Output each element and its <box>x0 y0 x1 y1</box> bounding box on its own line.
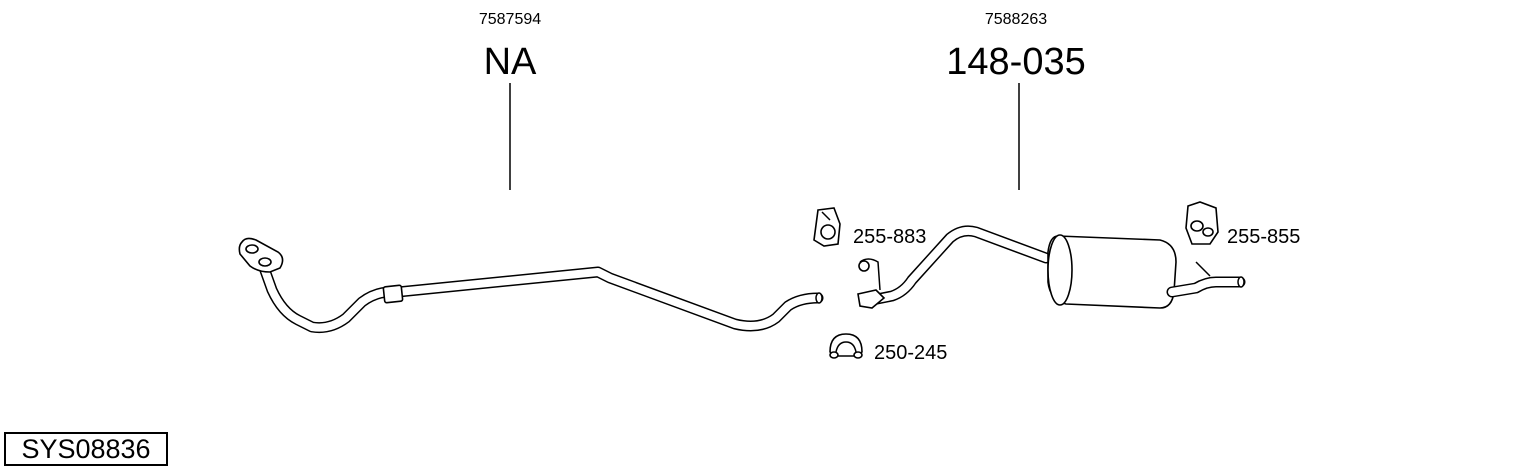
front-pipe[interactable] <box>238 237 824 334</box>
part-number-rear-silencer[interactable]: 148-035 <box>946 41 1085 83</box>
part-number-hanger[interactable]: 255-883 <box>853 226 926 248</box>
oem-number-rear-silencer: 7588263 <box>985 11 1047 28</box>
rear-silencer[interactable] <box>857 225 1246 309</box>
rubber-hanger-icon[interactable] <box>813 207 841 247</box>
part-number-front-pipe[interactable]: NA <box>484 41 537 83</box>
part-number-clamp[interactable]: 250-245 <box>874 342 947 364</box>
system-code: SYS08836 <box>4 432 168 466</box>
rubber-mount-icon[interactable] <box>1185 201 1219 245</box>
pipe-clamp-icon[interactable] <box>829 333 863 359</box>
oem-number-front-pipe: 7587594 <box>479 11 541 28</box>
part-number-mount[interactable]: 255-855 <box>1227 226 1300 248</box>
